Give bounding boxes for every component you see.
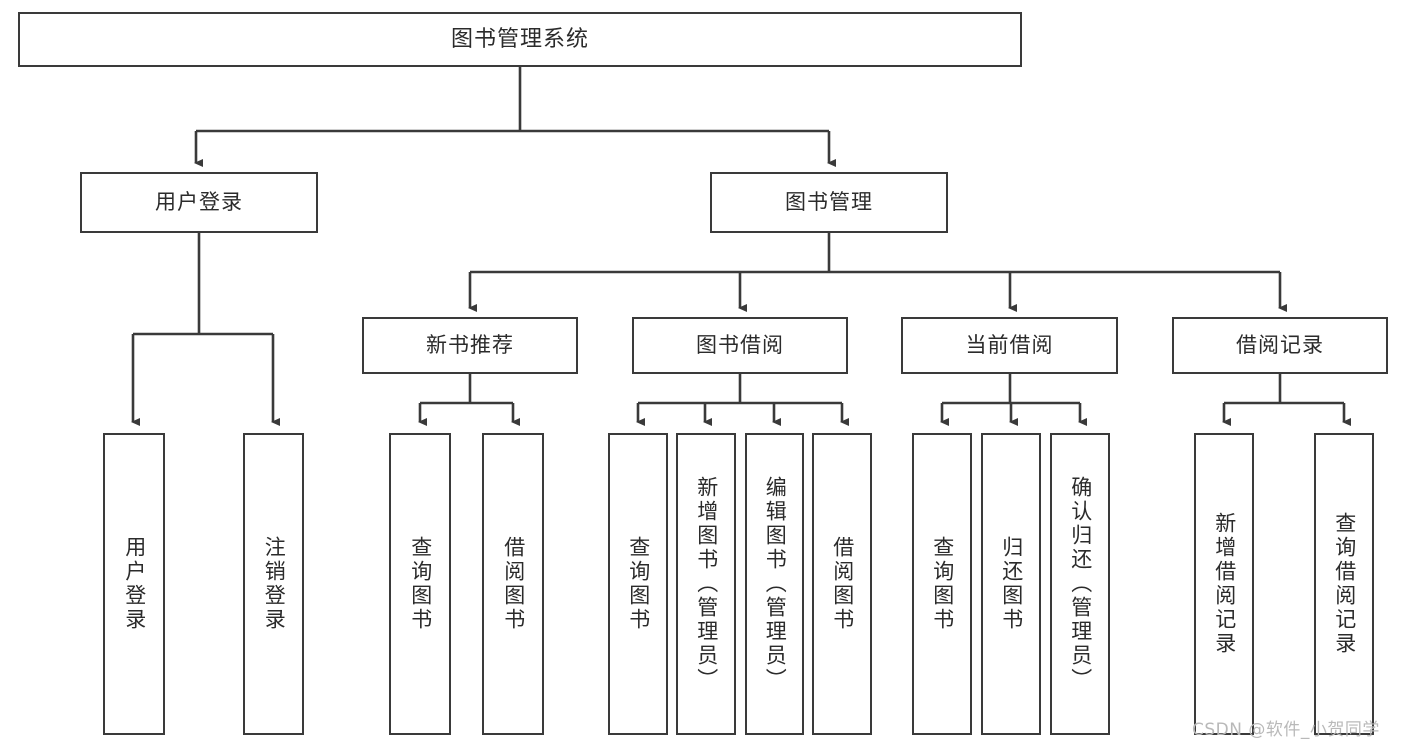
node-label: 用户登录 <box>122 536 147 632</box>
node-book-management[interactable]: 图书管理 <box>710 172 948 233</box>
leaf-search-book-recommend[interactable]: 查询图书 <box>389 433 451 735</box>
leaf-logout[interactable]: 注销登录 <box>243 433 304 735</box>
leaf-add-book-admin[interactable]: 新增图书（管理员） <box>676 433 736 735</box>
node-label: 图书管理 <box>785 189 873 214</box>
node-label: 新增借阅记录 <box>1212 512 1237 656</box>
node-label: 查询借阅记录 <box>1332 512 1357 656</box>
node-label: 查询图书 <box>626 536 651 632</box>
leaf-return-book[interactable]: 归还图书 <box>981 433 1041 735</box>
node-label: 新书推荐 <box>426 332 514 357</box>
node-current-borrowing[interactable]: 当前借阅 <box>901 317 1118 374</box>
node-label: 用户登录 <box>155 189 243 214</box>
node-label: 新增图书（管理员） <box>694 476 719 692</box>
node-label: 当前借阅 <box>965 332 1054 357</box>
node-label: 归还图书 <box>999 536 1024 632</box>
node-label: 查询图书 <box>930 536 955 632</box>
leaf-search-book-current[interactable]: 查询图书 <box>912 433 972 735</box>
node-label: 图书管理系统 <box>450 26 589 52</box>
node-label: 借阅图书 <box>830 536 855 632</box>
node-label: 编辑图书（管理员） <box>763 476 788 692</box>
leaf-add-borrow-record[interactable]: 新增借阅记录 <box>1194 433 1254 735</box>
node-label: 查询图书 <box>408 536 433 632</box>
node-new-book-recommendation[interactable]: 新书推荐 <box>362 317 578 374</box>
leaf-borrow-book-recommend[interactable]: 借阅图书 <box>482 433 544 735</box>
leaf-borrow-book[interactable]: 借阅图书 <box>812 433 872 735</box>
node-label: 注销登录 <box>262 536 287 632</box>
leaf-confirm-return-admin[interactable]: 确认归还（管理员） <box>1050 433 1110 735</box>
leaf-edit-book-admin[interactable]: 编辑图书（管理员） <box>745 433 804 735</box>
node-label: 图书借阅 <box>696 332 784 357</box>
node-root-book-management-system[interactable]: 图书管理系统 <box>18 12 1022 67</box>
node-user-login[interactable]: 用户登录 <box>80 172 318 233</box>
node-borrowing-records[interactable]: 借阅记录 <box>1172 317 1388 374</box>
leaf-user-login[interactable]: 用户登录 <box>103 433 165 735</box>
leaf-search-borrow-record[interactable]: 查询借阅记录 <box>1314 433 1374 735</box>
node-label: 借阅图书 <box>501 536 526 632</box>
leaf-search-book-borrow[interactable]: 查询图书 <box>608 433 668 735</box>
node-label: 确认归还（管理员） <box>1068 476 1093 692</box>
node-label: 借阅记录 <box>1236 332 1324 357</box>
node-book-borrowing[interactable]: 图书借阅 <box>632 317 848 374</box>
